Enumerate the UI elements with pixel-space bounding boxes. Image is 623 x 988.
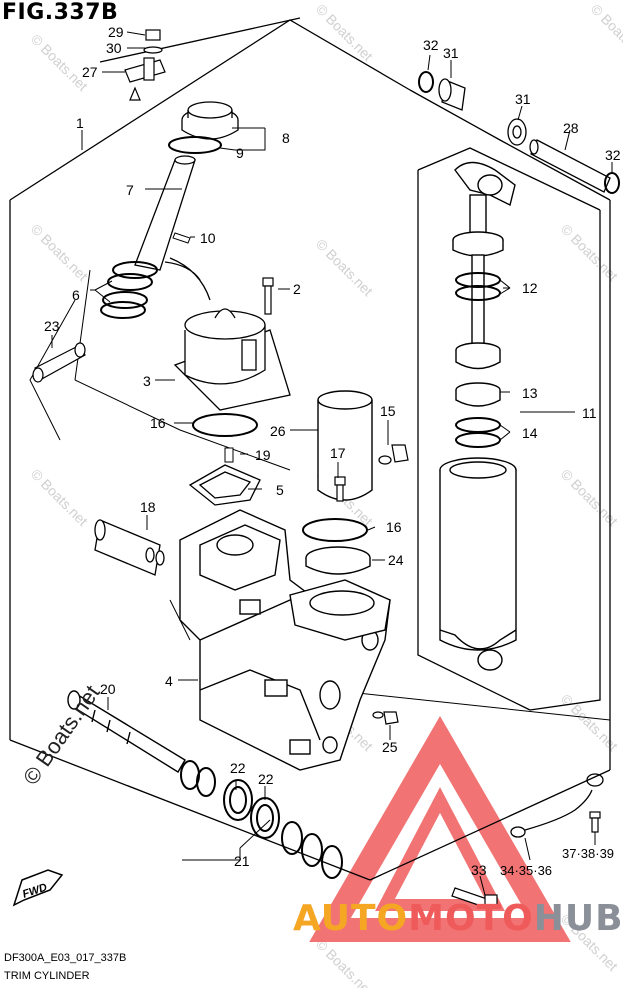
callout-22-left: 22 (230, 760, 246, 776)
housing-cup (289, 579, 391, 641)
callout-22-right: 22 (258, 771, 274, 787)
fwd-arrow: FWD (12, 869, 64, 907)
callout-2: 2 (293, 281, 301, 297)
callout-24: 24 (388, 552, 404, 568)
outline-bottom (9, 739, 371, 881)
callout-37-38-39: 37·38·39 (562, 846, 614, 861)
callout-20: 20 (100, 681, 116, 697)
callout-15: 15 (380, 403, 396, 419)
part-9-oring (168, 136, 222, 154)
callout-26: 26 (270, 423, 286, 439)
part-17-screw (334, 476, 346, 502)
part-4-housing (179, 509, 391, 771)
part-21-22-rings (180, 760, 343, 879)
brand-part-moto: MOTO (408, 898, 534, 939)
callout-6: 6 (72, 287, 80, 303)
figure-title: FIG.337B (2, 0, 119, 25)
part-6-rings (100, 261, 158, 319)
part-13-ring (455, 382, 501, 407)
callout-18: 18 (140, 499, 156, 515)
callout-16-upper: 16 (150, 415, 166, 431)
callout-14: 14 (522, 425, 538, 441)
callout-29: 29 (108, 24, 124, 40)
part-5-plate (188, 464, 261, 506)
part-20-shaft (67, 690, 186, 773)
callout-30: 30 (106, 40, 122, 56)
faint-watermark: © Boats.net (313, 236, 376, 299)
callout-28: 28 (563, 120, 579, 136)
part-11-cylinder (439, 161, 517, 671)
part-16-oring (192, 413, 258, 437)
callout-31-left: 31 (443, 45, 459, 61)
callout-8: 8 (282, 130, 290, 146)
callout-5: 5 (276, 482, 284, 498)
part-8-cap (181, 101, 239, 140)
figure-caption: TRIM CYLINDER (4, 970, 90, 982)
part-28-31-32 (418, 71, 620, 194)
leader-lines (51, 31, 613, 896)
callout-16-lower: 16 (386, 519, 402, 535)
faint-watermark: © Boats.net (28, 221, 91, 284)
callout-31-right: 31 (515, 91, 531, 107)
part-25-plug (372, 711, 399, 725)
callout-4: 4 (165, 673, 173, 689)
figure-code: DF300A_E03_017_337B (4, 952, 127, 964)
callout-3: 3 (143, 373, 151, 389)
part-16-oring-lower (302, 518, 368, 542)
part-24-ring (305, 546, 371, 575)
part-18-valve (94, 519, 165, 576)
part-2-bolt (262, 277, 274, 315)
part-10-pin (172, 232, 191, 244)
part-34-36-wire (510, 773, 604, 838)
callout-19: 19 (255, 447, 271, 463)
faint-watermark: © Boats.net (28, 31, 91, 94)
faint-watermark: © Boats.net (28, 466, 91, 529)
callout-12: 12 (522, 280, 538, 296)
part-15-plug (378, 444, 409, 465)
faint-watermark: © Boats.net (313, 936, 376, 988)
callout-21: 21 (234, 853, 250, 869)
callout-32-left: 32 (423, 37, 439, 53)
callout-1: 1 (76, 115, 84, 131)
cylinder-box-right (529, 210, 601, 711)
brand-part-auto: AUTO (293, 898, 409, 939)
part-19-screw (224, 447, 234, 463)
callout-32-right: 32 (605, 147, 621, 163)
callout-33: 33 (471, 862, 487, 878)
part-33-bolt (451, 887, 498, 909)
brand-part-hub: HUB (533, 898, 623, 939)
assembly-outline (9, 17, 611, 881)
callout-11: 11 (582, 405, 597, 421)
callout-13: 13 (522, 385, 538, 401)
callout-9: 9 (236, 145, 244, 161)
faint-watermark: © Boats.net (313, 1, 376, 64)
callout-34-35-36: 34·35·36 (500, 863, 552, 878)
callout-17: 17 (330, 445, 346, 461)
callout-27: 27 (82, 64, 98, 80)
part-7-tube (134, 155, 196, 271)
callout-7: 7 (126, 182, 134, 198)
part-26-canister (317, 390, 373, 501)
part-27-29-30 (124, 29, 166, 101)
callout-10: 10 (200, 230, 216, 246)
faint-watermark: © Boats.net (558, 221, 621, 284)
part-3-motor (164, 257, 291, 411)
brand-triangle-logo (309, 716, 571, 942)
callout-labels: 1 2 3 4 5 6 7 8 9 10 11 12 13 14 15 16 1… (44, 24, 621, 878)
faint-watermark: © Boats.net (558, 466, 621, 529)
callout-25: 25 (382, 739, 398, 755)
part-14-rings (455, 417, 501, 448)
part-37-39-screw (589, 811, 601, 833)
callout-23: 23 (44, 318, 60, 334)
cylinder-box-left (417, 170, 531, 711)
outline-bottom-right (369, 769, 611, 881)
brand-watermark: AUTOMOTOHUB (293, 898, 623, 939)
faint-watermark: © Boats.net (588, 1, 623, 64)
part-23-fitting (32, 342, 86, 383)
faint-watermark: © Boats.net (558, 691, 621, 754)
